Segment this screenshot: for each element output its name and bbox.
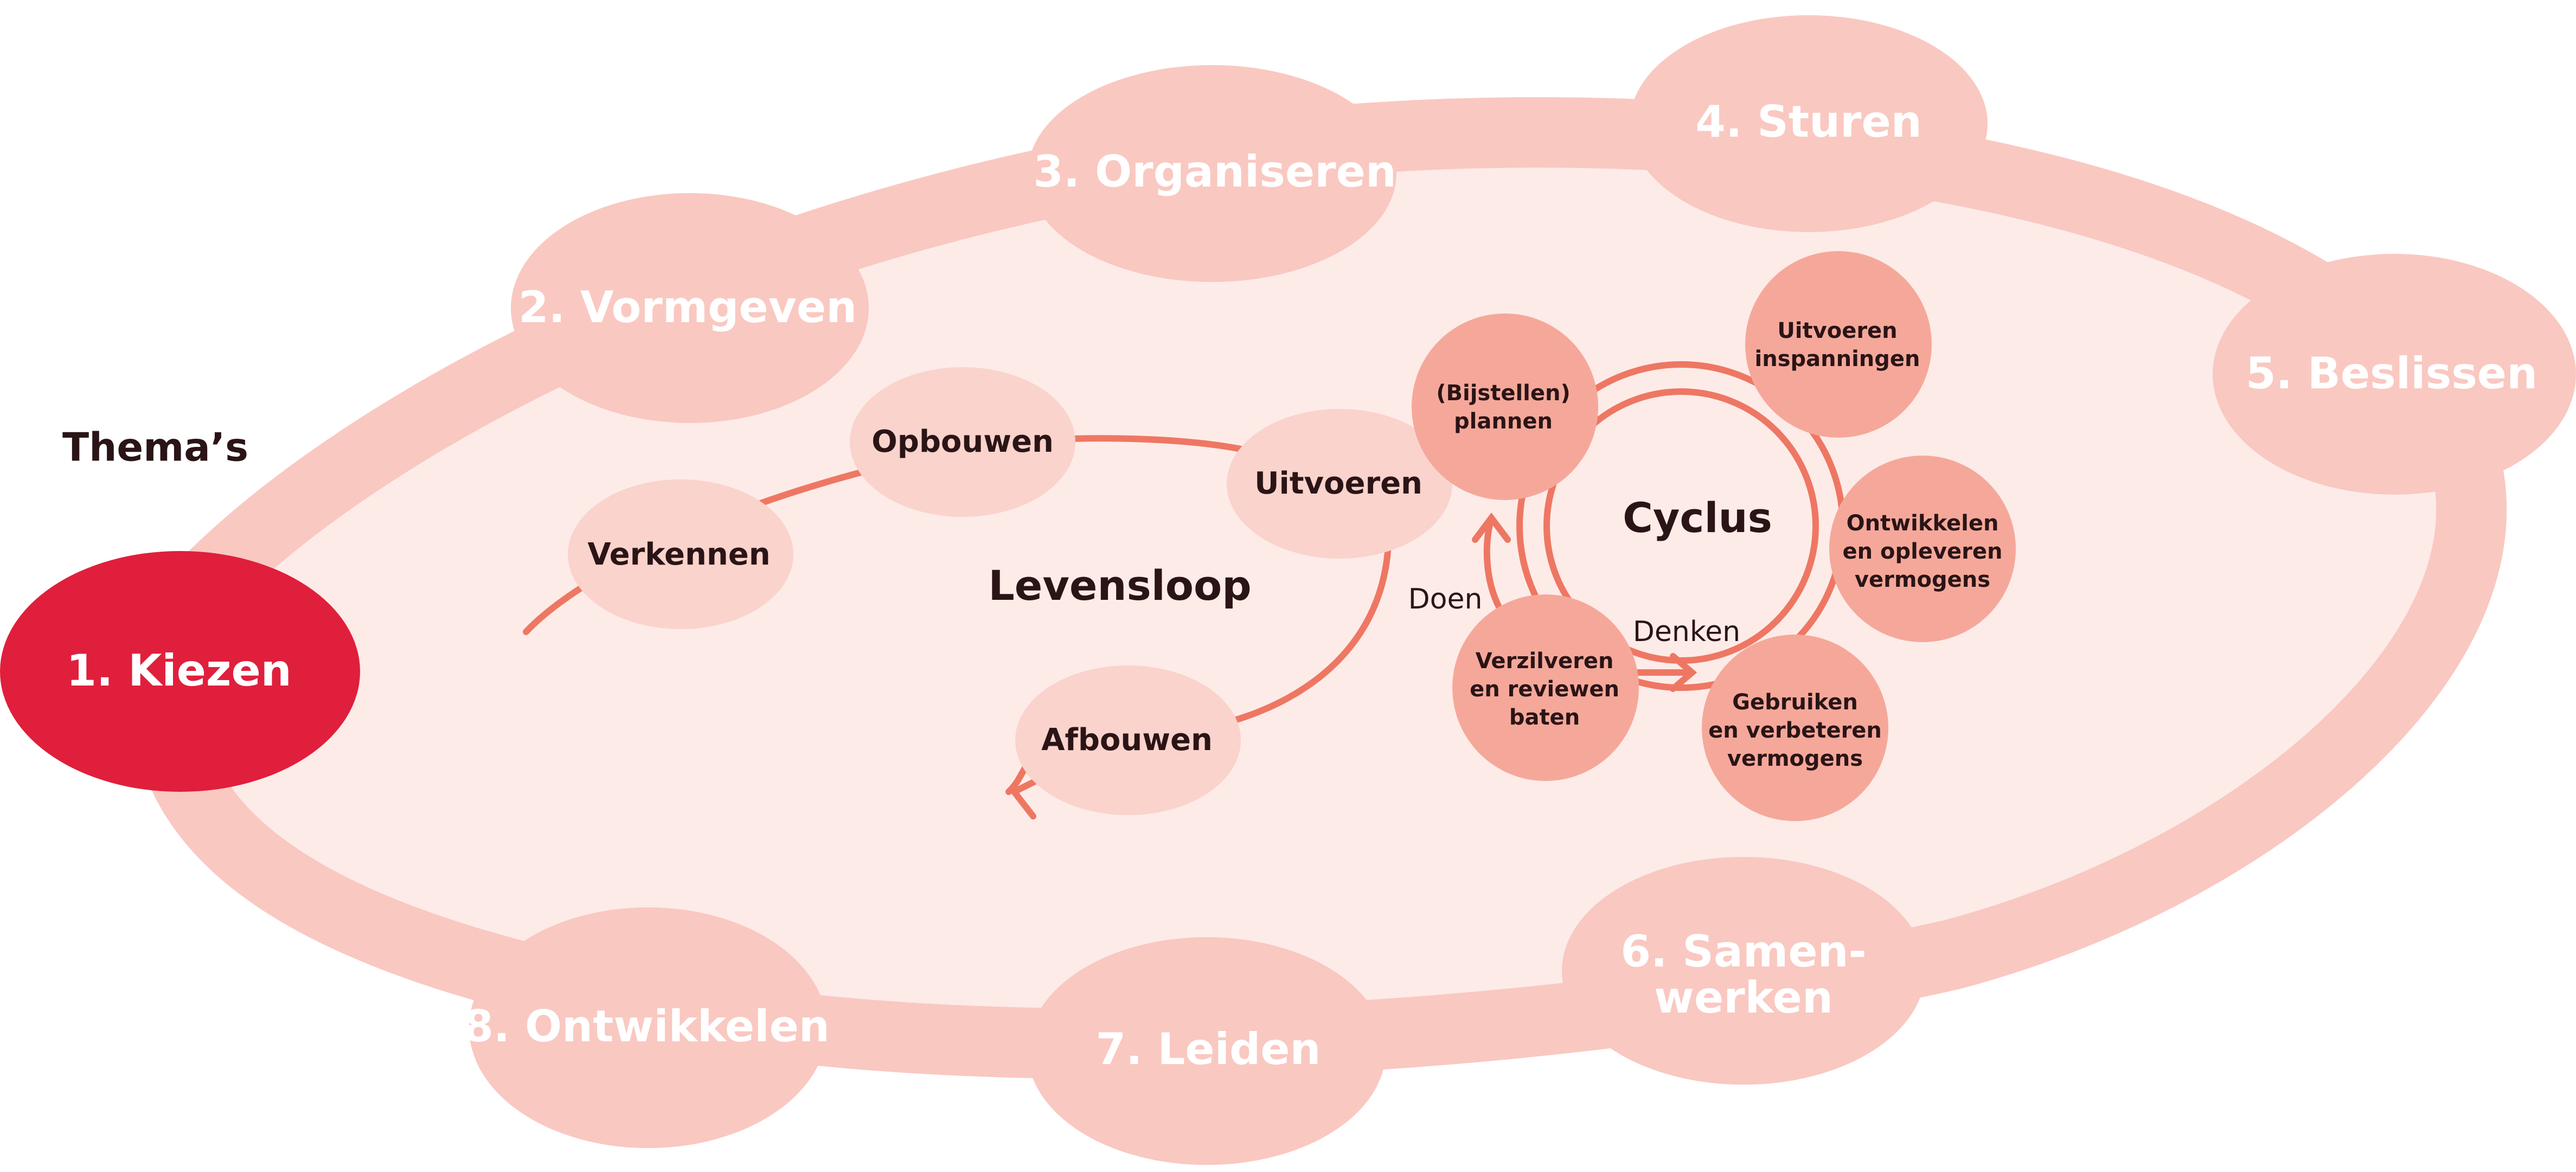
cycle-node-inspanningen[interactable]: Uitvoeren inspanningen bbox=[1745, 251, 1932, 438]
theme-node-sturen[interactable]: 4. Sturen bbox=[1630, 15, 1988, 232]
levensloop-nodes: Verkennen Opbouwen Uitvoeren Afbouwen bbox=[568, 367, 1452, 815]
life-node-opbouwen[interactable]: Opbouwen bbox=[850, 367, 1075, 517]
cyclus-nodes: (Bijstellen) plannen Uitvoeren inspannin… bbox=[1412, 251, 2016, 821]
svg-text:Gebruiken: Gebruiken bbox=[1732, 690, 1858, 715]
svg-text:4. Sturen: 4. Sturen bbox=[1695, 97, 1921, 147]
theme-node-organiseren[interactable]: 3. Organiseren bbox=[1028, 65, 1396, 282]
theme-ring bbox=[130, 97, 2507, 1079]
life-node-verkennen[interactable]: Verkennen bbox=[568, 479, 793, 629]
levensloop-title: Levensloop bbox=[988, 561, 1251, 610]
svg-text:2. Vormgeven: 2. Vormgeven bbox=[518, 282, 857, 332]
svg-text:Opbouwen: Opbouwen bbox=[872, 424, 1054, 459]
theme-node-beslissen[interactable]: 5. Beslissen bbox=[2213, 254, 2576, 495]
cyclus-title: Cyclus bbox=[1623, 494, 1772, 542]
svg-text:vermogens: vermogens bbox=[1727, 746, 1863, 771]
theme-node-kiezen[interactable]: 1. Kiezen bbox=[0, 551, 360, 792]
theme-nodes: 3. Organiseren 4. Sturen 2. Vormgeven 5.… bbox=[0, 15, 2576, 1165]
svg-text:en reviewen: en reviewen bbox=[1470, 677, 1619, 702]
svg-text:en opleveren: en opleveren bbox=[1842, 539, 2002, 564]
doen-label: Doen bbox=[1408, 583, 1483, 616]
svg-text:vermogens: vermogens bbox=[1855, 567, 1990, 592]
theme-node-vormgeven[interactable]: 2. Vormgeven bbox=[511, 193, 869, 423]
svg-text:7. Leiden: 7. Leiden bbox=[1095, 1024, 1321, 1074]
svg-text:Ontwikkelen: Ontwikkelen bbox=[1847, 511, 1999, 536]
svg-text:Verzilveren: Verzilveren bbox=[1476, 649, 1614, 674]
svg-text:8. Ontwikkelen: 8. Ontwikkelen bbox=[463, 1001, 830, 1052]
cycle-node-gebruiken[interactable]: Gebruiken en verbeteren vermogens bbox=[1702, 635, 1888, 821]
theme-node-ontwikkelen[interactable]: 8. Ontwikkelen bbox=[463, 907, 830, 1148]
themes-heading: Thema’s bbox=[62, 425, 248, 470]
svg-text:en verbeteren: en verbeteren bbox=[1708, 718, 1882, 743]
svg-text:Verkennen: Verkennen bbox=[587, 537, 770, 572]
cycle-node-verzilveren[interactable]: Verzilveren en reviewen baten bbox=[1452, 594, 1639, 781]
svg-text:Uitvoeren: Uitvoeren bbox=[1777, 318, 1897, 343]
svg-text:baten: baten bbox=[1509, 705, 1580, 730]
svg-text:Uitvoeren: Uitvoeren bbox=[1254, 466, 1422, 501]
svg-text:inspanningen: inspanningen bbox=[1755, 347, 1920, 372]
theme-node-leiden[interactable]: 7. Leiden bbox=[1028, 937, 1386, 1165]
svg-text:6. Samen-: 6. Samen- bbox=[1620, 926, 1866, 977]
svg-text:Afbouwen: Afbouwen bbox=[1041, 722, 1213, 758]
svg-text:werken: werken bbox=[1654, 972, 1833, 1023]
life-node-uitvoeren[interactable]: Uitvoeren bbox=[1227, 409, 1452, 559]
denken-label: Denken bbox=[1633, 616, 1740, 648]
svg-text:5. Beslissen: 5. Beslissen bbox=[2246, 348, 2537, 399]
theme-node-samenwerken[interactable]: 6. Samen- werken bbox=[1562, 857, 1925, 1085]
life-node-afbouwen[interactable]: Afbouwen bbox=[1015, 665, 1241, 815]
svg-text:3. Organiseren: 3. Organiseren bbox=[1033, 146, 1396, 197]
svg-text:1. Kiezen: 1. Kiezen bbox=[66, 645, 291, 696]
svg-text:(Bijstellen): (Bijstellen) bbox=[1436, 381, 1571, 406]
svg-text:plannen: plannen bbox=[1454, 409, 1553, 434]
cycle-node-plannen[interactable]: (Bijstellen) plannen bbox=[1412, 313, 1598, 500]
cycle-node-ontwikkelen[interactable]: Ontwikkelen en opleveren vermogens bbox=[1829, 456, 2016, 642]
